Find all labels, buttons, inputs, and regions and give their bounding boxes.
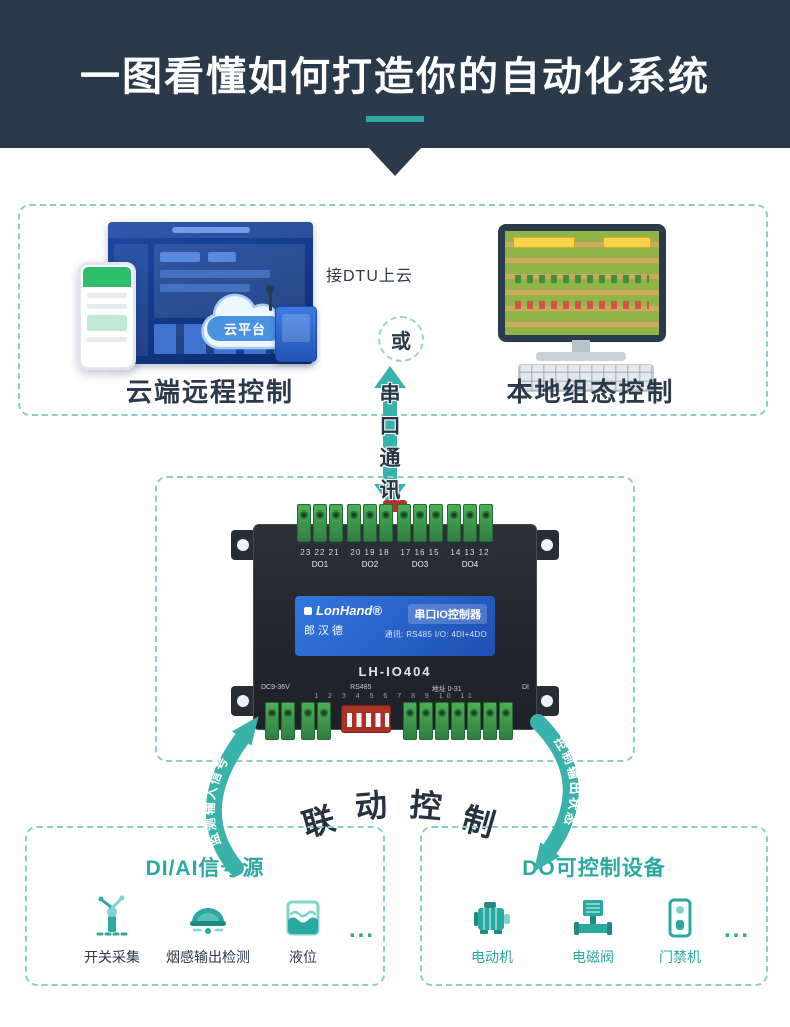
banner-pointer-triangle xyxy=(369,148,421,176)
device-item-motor: 电动机 xyxy=(442,888,542,967)
more-signals-ellipsis: ... xyxy=(349,916,376,943)
or-label: 或 xyxy=(391,330,411,353)
signal-item-smoke: 烟感输出检测 xyxy=(158,888,258,967)
bottom-terminal-numbers: 1 2 3 4 5 6 7 8 9 10 11 xyxy=(314,693,476,700)
do-devices-section: DO可控制设备 电动机 xyxy=(420,826,768,986)
desktop-monitor xyxy=(498,224,666,342)
input-arrow-label: 监测输入信号 xyxy=(202,753,230,849)
do1-terminal-labels: 23 22 21 DO1 xyxy=(300,548,340,569)
terminal-block-power xyxy=(265,702,295,740)
device-section xyxy=(155,476,635,762)
monitor-base xyxy=(536,352,626,361)
local-control-caption: 本地组态控制 xyxy=(506,377,675,407)
do3-terminal-labels: 17 16 15 DO3 xyxy=(400,548,440,569)
bottom-port-labels: DC9-36V RS485 地址 0-31 DI xyxy=(261,684,529,693)
terminal-block-do2 xyxy=(347,504,393,542)
terminal-block-do1 xyxy=(297,504,343,542)
more-devices-ellipsis: ... xyxy=(724,916,751,943)
dtu-device xyxy=(266,285,317,362)
switch-sensor-icon xyxy=(96,895,128,936)
product-spec: 通讯: RS485 I/O: 4DI+4DO xyxy=(384,630,487,639)
brand-name-cn: 郎汉德 xyxy=(304,625,346,637)
dtu-note-text: 接DTU上云 xyxy=(326,268,413,285)
hmi-config-screen xyxy=(505,231,659,335)
control-options-section: 云平台 接DTU上云 或 云端远程控制 本地组态控制 xyxy=(18,204,768,416)
device-item-access-control: 门禁机 xyxy=(630,888,730,967)
or-separator: 或 xyxy=(378,316,424,362)
do4-terminal-labels: 14 13 12 DO4 xyxy=(450,548,490,569)
model-number: LH-IO404 xyxy=(358,664,432,679)
cloud-control-caption: 云端远程控制 xyxy=(125,377,294,407)
input-flow-arrow: 监测输入信号 xyxy=(202,716,259,876)
access-control-icon xyxy=(668,898,692,938)
dip-switch xyxy=(341,705,391,733)
product-name: 串口IO控制器 xyxy=(408,604,487,624)
device-item-solenoid-valve: 电磁阀 xyxy=(543,888,643,967)
smoke-detector-icon xyxy=(190,908,226,934)
title-underline xyxy=(366,116,424,122)
do-section-title: DO可控制设备 xyxy=(522,857,666,880)
output-flow-arrow: 控制输出状态 xyxy=(530,714,581,872)
liquid-level-icon xyxy=(286,900,320,936)
monitor-stand xyxy=(572,340,590,353)
mobile-app-phone xyxy=(78,262,136,370)
header-banner: 一图看懂如何打造你的自动化系统 xyxy=(0,0,790,148)
signal-item-switch: 开关采集 xyxy=(62,888,162,967)
device-label-panel: LonHand® 郎汉德 串口IO控制器 通讯: RS485 I/O: 4DI+… xyxy=(295,596,495,656)
serial-comm-label: 串 口 通 讯 xyxy=(379,383,401,502)
do2-terminal-labels: 20 19 18 DO2 xyxy=(350,548,390,569)
terminal-block-rs485 xyxy=(301,702,331,740)
terminal-block-do4 xyxy=(447,504,493,542)
terminal-block-di xyxy=(403,702,513,740)
terminal-block-do3 xyxy=(397,504,443,542)
io-controller-device: 23 22 21 DO1 20 19 18 DO2 17 16 15 DO3 1… xyxy=(225,500,565,744)
keyboard xyxy=(518,364,654,392)
brand-logo: LonHand® xyxy=(304,603,486,618)
cloud-platform-badge: 云平台 xyxy=(207,316,283,341)
serial-comm-arrow xyxy=(374,366,406,506)
page-title: 一图看懂如何打造你的自动化系统 xyxy=(80,55,710,99)
solenoid-valve-icon xyxy=(574,900,612,935)
signal-item-liquid-level: 液位 xyxy=(253,888,353,967)
svg-text:监测输入信号: 监测输入信号 xyxy=(202,753,232,849)
motor-icon xyxy=(474,902,510,934)
